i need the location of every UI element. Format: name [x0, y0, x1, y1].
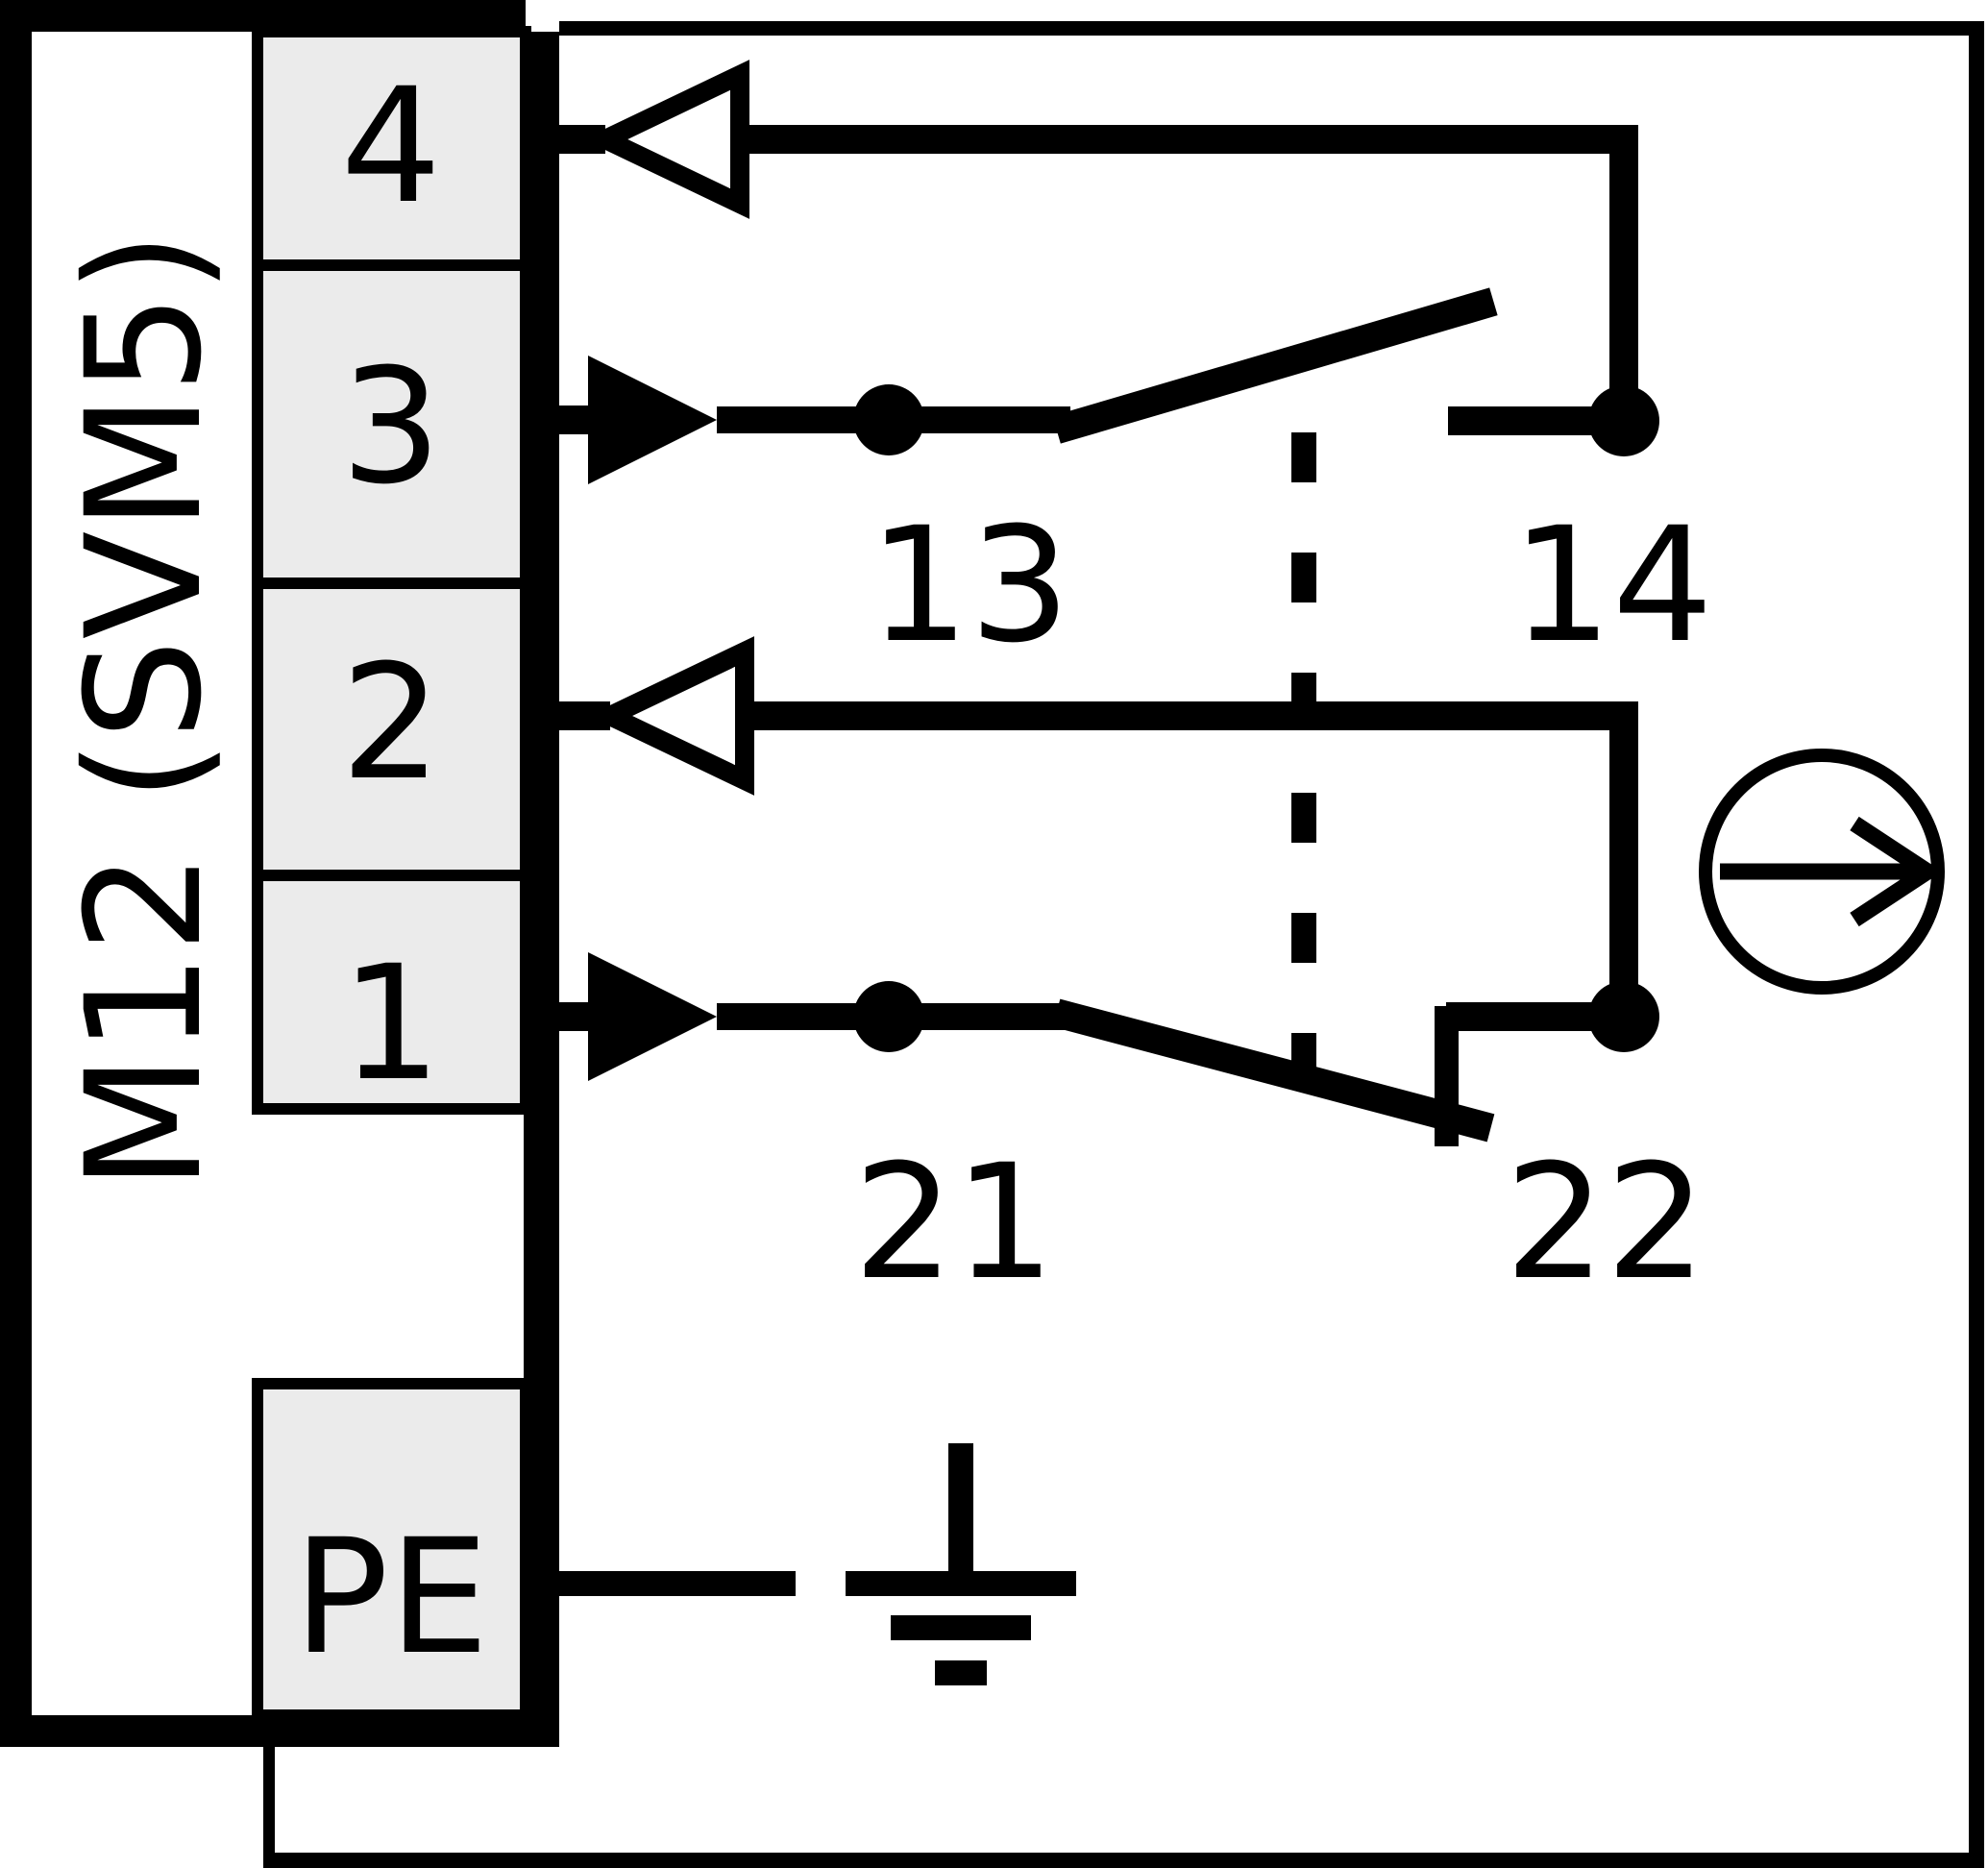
device-outline-right [1969, 21, 1984, 1868]
connector-title: M12 (SVM5) [52, 232, 236, 1191]
connector-border-top [0, 0, 526, 32]
no-contact-13-14: 13 14 [559, 287, 1713, 677]
pin1-input-arrow-icon [588, 952, 717, 1081]
contact-label-21: 21 [853, 1130, 1055, 1315]
pin-label-4: 4 [341, 54, 442, 238]
pin-label-3: 3 [341, 334, 442, 519]
contact-label-14: 14 [1511, 493, 1713, 677]
ground-bar-bottom [935, 1660, 987, 1685]
contact-label-13: 13 [869, 493, 1070, 677]
device-outline-bottom [263, 1853, 1984, 1868]
junction-dot-22 [1588, 981, 1659, 1052]
pin4-wire-vertical [1609, 125, 1638, 421]
pin2-wire [559, 636, 1638, 1017]
nc-contact-blade [1052, 998, 1495, 1143]
junction-dot-14 [1588, 385, 1659, 456]
pin-label-1: 1 [341, 931, 442, 1116]
actuation-arrow-head [1850, 816, 1943, 927]
device-outline-top [559, 21, 1984, 36]
pin-label-2: 2 [341, 630, 442, 815]
pin2-wire-vertical [1609, 701, 1638, 1017]
pin3-stub [559, 406, 588, 434]
pin-label-pe: PE [293, 1505, 489, 1689]
device-outline-left-stub [263, 1747, 275, 1857]
connector-border-bottom [0, 1715, 559, 1747]
contact-label-22: 22 [1505, 1130, 1706, 1315]
pin4-wire [559, 60, 1638, 421]
junction-dot-13 [853, 384, 924, 455]
pe-wire [559, 1571, 796, 1596]
pin1-stub [559, 1002, 588, 1031]
device-outline [263, 21, 1984, 1868]
pin2-wire-horizontal [745, 701, 1626, 730]
earth-ground-icon [846, 1443, 1076, 1685]
connector-border-right [524, 32, 559, 1715]
pin3-input-arrow-icon [588, 356, 717, 484]
contact22-hook [1435, 1006, 1459, 1146]
connector-block: M12 (SVM5) 4 3 2 1 PE [0, 0, 559, 1747]
pin4-output-arrow-icon [582, 60, 749, 219]
ground-bar-top [846, 1571, 1076, 1596]
actuation-direction-icon [1699, 749, 1945, 995]
pin2-output-arrow-icon [587, 636, 754, 796]
pin4-wire-horizontal [740, 125, 1635, 154]
no-contact-blade [1052, 287, 1498, 444]
ground-bar-middle [891, 1615, 1031, 1640]
junction-dot-21 [853, 981, 924, 1052]
nc-contact-21-22: 21 22 [559, 952, 1706, 1315]
connector-border-left [0, 0, 32, 1747]
pe-circuit [559, 1443, 1076, 1685]
ground-stem [948, 1443, 973, 1584]
